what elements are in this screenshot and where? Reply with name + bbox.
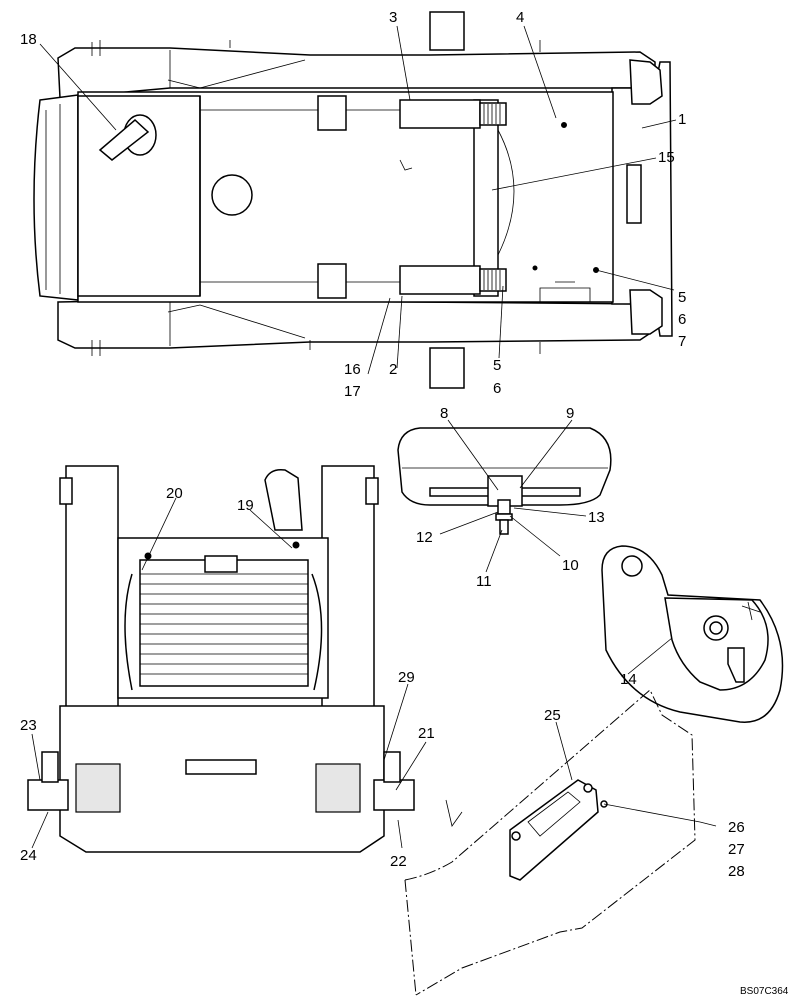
callout-11: 11: [476, 573, 492, 590]
callout-18: 18: [20, 31, 37, 48]
latch-detail: [601, 545, 784, 723]
callout-14: 14: [620, 671, 637, 688]
callout-5b: 5: [493, 357, 501, 374]
tilt-cylinder-top: [399, 99, 507, 129]
callout-7: 7: [678, 333, 686, 350]
callout-28: 28: [728, 863, 745, 880]
loader-front-view: [27, 465, 415, 853]
callout-15: 15: [658, 149, 675, 166]
hitch-detail: [397, 427, 612, 535]
drawing-code: BS07C364: [740, 986, 789, 997]
callout-6a: 6: [678, 311, 686, 328]
callout-12: 12: [416, 529, 433, 546]
callout-29: 29: [398, 669, 415, 686]
tilt-cylinder-bottom: [399, 265, 507, 295]
callout-9: 9: [566, 405, 574, 422]
callout-26: 26: [728, 819, 745, 836]
callout-20: 20: [166, 485, 183, 502]
callout-17: 17: [344, 383, 361, 400]
callout-21: 21: [418, 725, 435, 742]
callout-3: 3: [389, 9, 397, 26]
callout-labels: 1 2 3 4 5 6 7 5 6 15 16 17 18 8 9 10 11 …: [20, 9, 745, 880]
radiator-fins: [140, 573, 308, 675]
chassis-top-view: [33, 11, 673, 389]
callout-22: 22: [390, 853, 407, 870]
callout-8: 8: [440, 405, 448, 422]
callout-5a: 5: [678, 289, 686, 306]
callout-1: 1: [678, 111, 686, 128]
side-panel-detail: [404, 689, 701, 996]
callout-16: 16: [344, 361, 361, 378]
callout-23: 23: [20, 717, 37, 734]
callout-4: 4: [516, 9, 524, 26]
callout-13: 13: [588, 509, 605, 526]
callout-27: 27: [728, 841, 745, 858]
callout-24: 24: [20, 847, 37, 864]
callout-25: 25: [544, 707, 561, 724]
callout-2: 2: [389, 361, 397, 378]
callout-19: 19: [237, 497, 254, 514]
leader-lines: [31, 25, 717, 849]
callout-6b: 6: [493, 380, 501, 397]
handhold: [98, 114, 157, 161]
callout-10: 10: [562, 557, 579, 574]
